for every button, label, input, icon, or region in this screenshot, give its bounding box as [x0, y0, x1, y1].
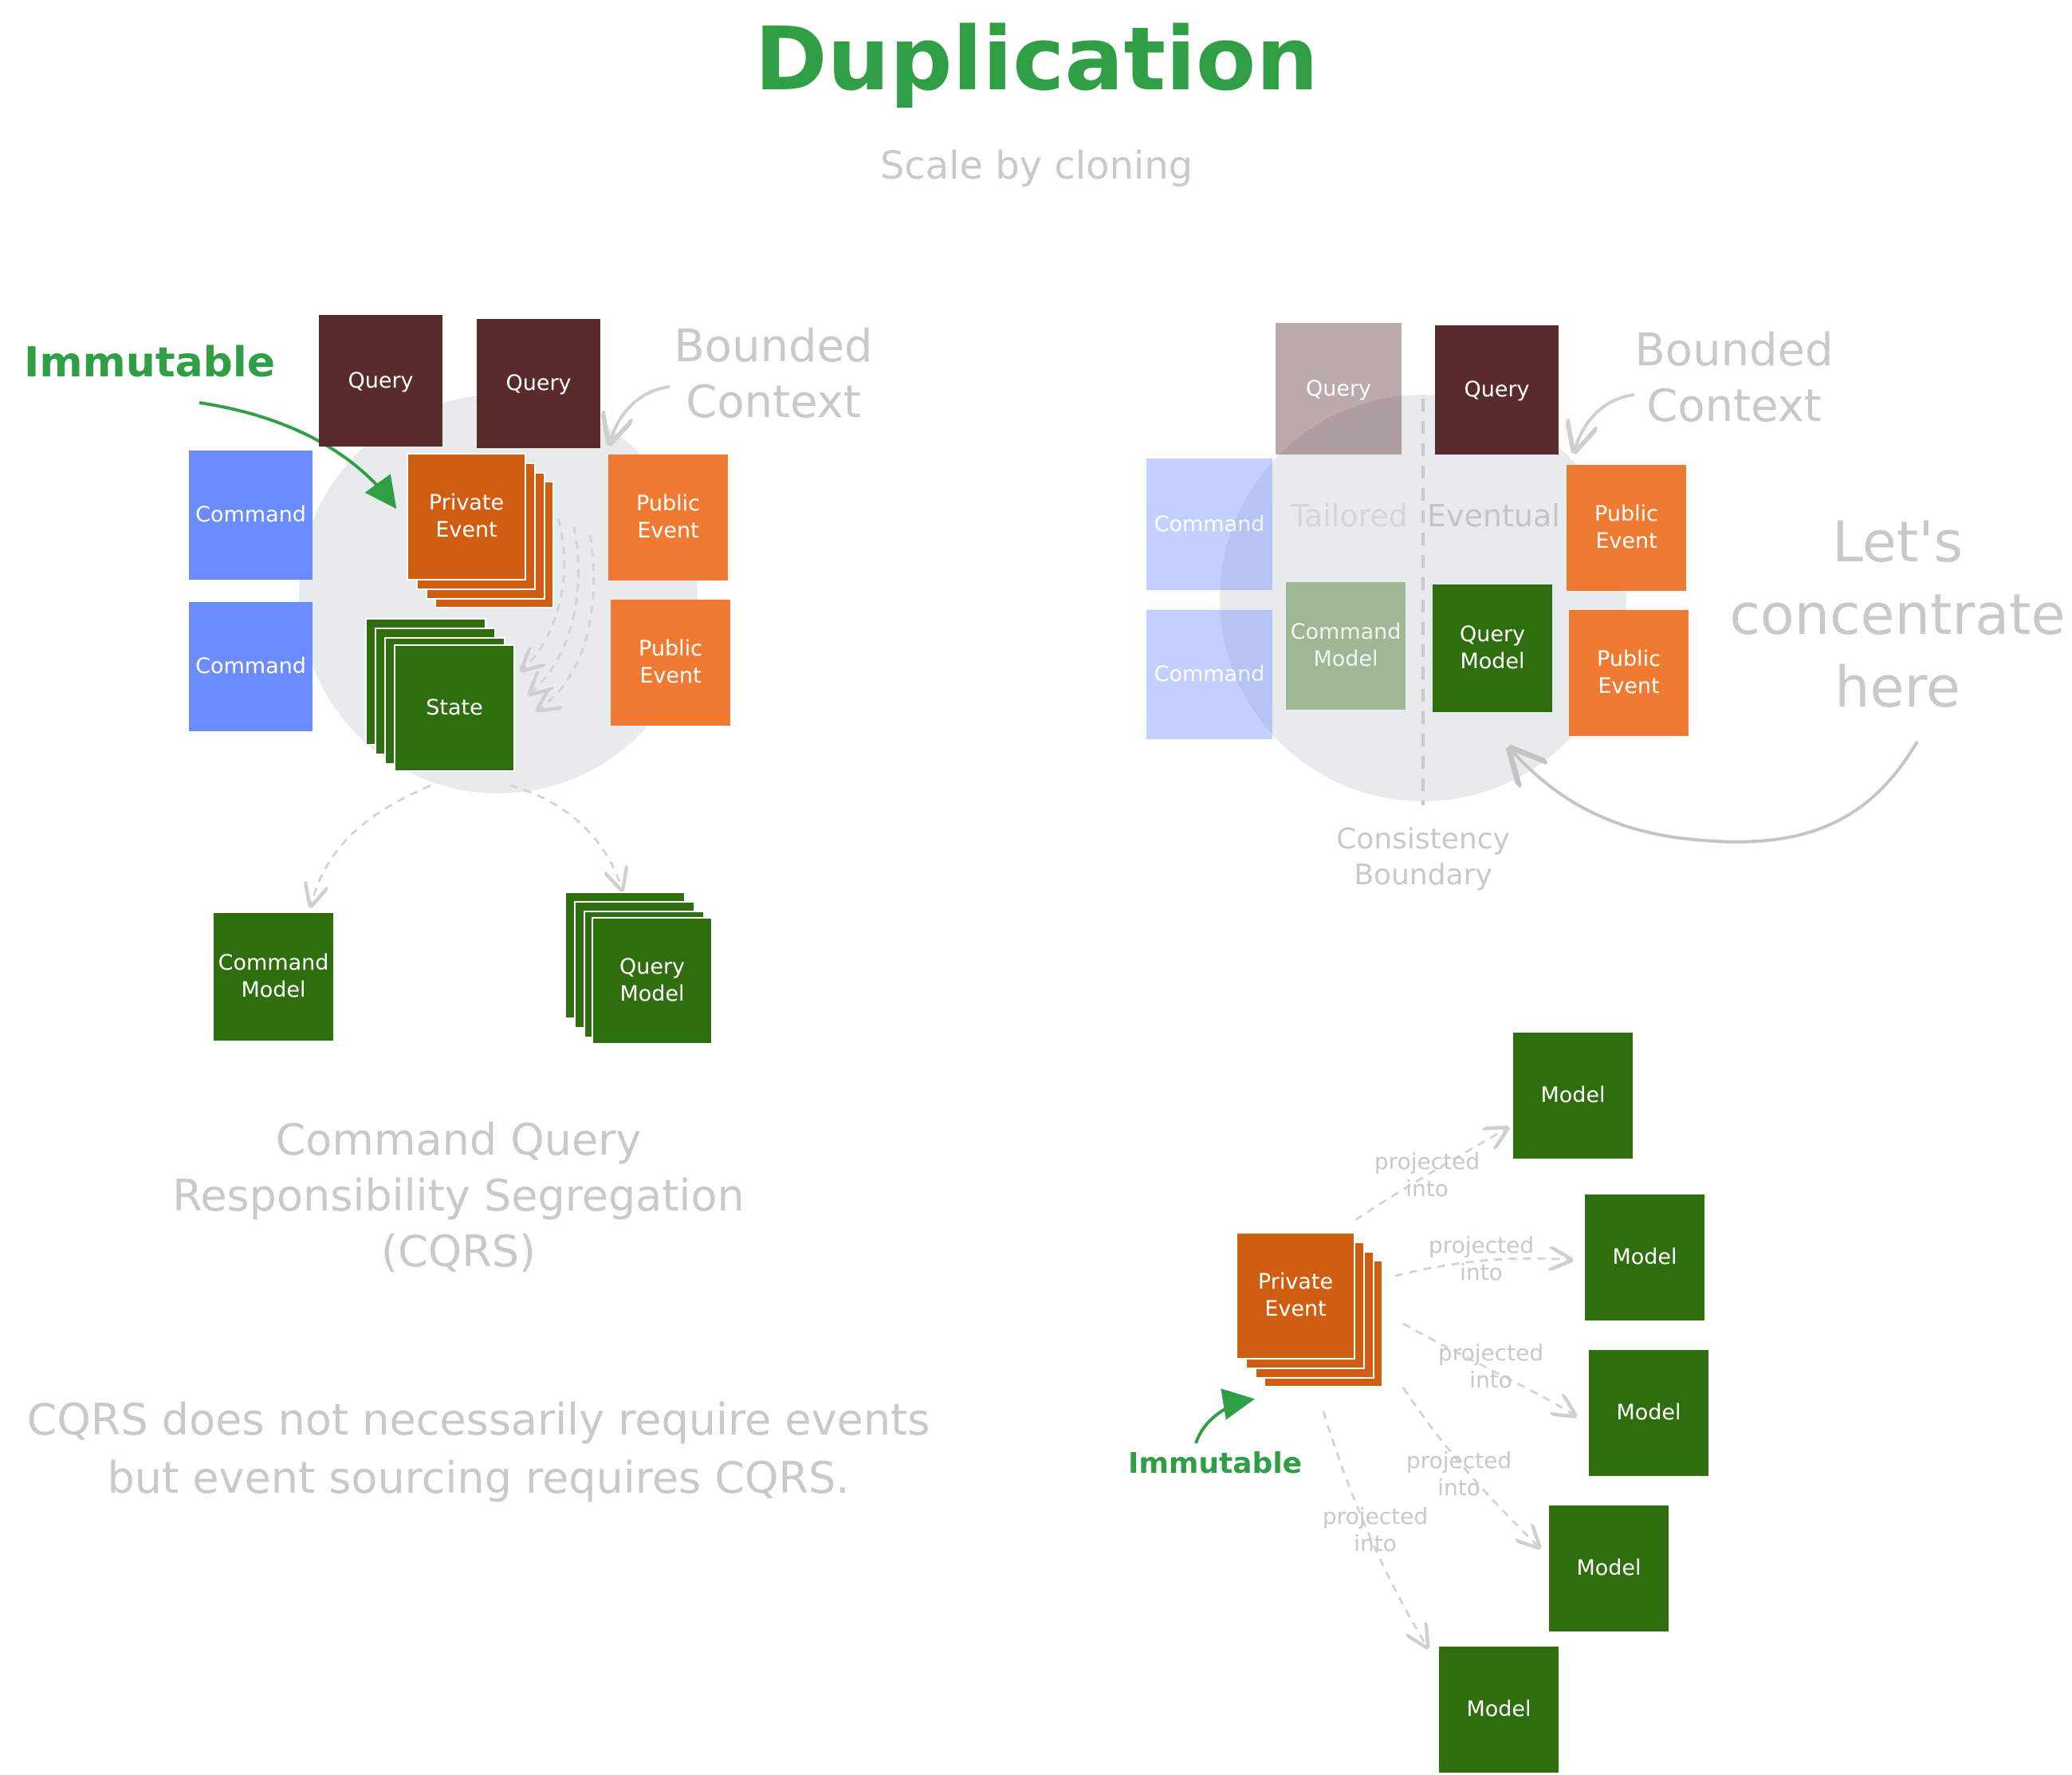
- right-bounded-context-arrow: [1575, 393, 1635, 451]
- private-event-stack: Private Event: [407, 453, 558, 612]
- edge-label-1: projected into: [1374, 1148, 1480, 1202]
- bounded-context-arrow: [610, 385, 670, 443]
- query-model-card: Query Model: [592, 917, 713, 1045]
- edge-label-2: projected into: [1428, 1232, 1535, 1285]
- focus-arrow: [1511, 740, 1919, 844]
- bounded-context-label: Bounded Context: [674, 321, 873, 428]
- projection-private-event-stack: Private Event: [1236, 1232, 1387, 1391]
- command-model-card: Command Model: [214, 913, 333, 1041]
- edge-label-3: projected into: [1437, 1340, 1544, 1393]
- state-card: State: [394, 644, 515, 772]
- cqrs-caption: Command Query Responsibility Segregation…: [172, 1115, 745, 1277]
- right-bounded-context-label: Bounded Context: [1634, 325, 1834, 432]
- state-stack: State: [365, 618, 517, 773]
- model-card-3: Model: [1589, 1350, 1708, 1476]
- model-card-1: Model: [1513, 1033, 1633, 1159]
- immutable-arrow: [199, 401, 397, 510]
- right-command-model-card: Command Model: [1286, 582, 1406, 710]
- model-card-2: Model: [1585, 1194, 1704, 1320]
- right-command-card-2: Command: [1146, 610, 1272, 739]
- model-card-4: Model: [1549, 1505, 1669, 1631]
- right-command-card-1: Command: [1146, 459, 1272, 590]
- right-query-model-card: Query Model: [1433, 584, 1552, 712]
- right-public-event-card-2: Public Event: [1569, 610, 1689, 736]
- right-query-card: Query: [1435, 325, 1559, 455]
- projection-immutable-label: Immutable: [1128, 1447, 1303, 1480]
- immutable-label: Immutable: [24, 339, 275, 387]
- query-model-stack: Query Model: [564, 891, 716, 1047]
- command-card-2: Command: [189, 602, 313, 731]
- right-public-event-card-1: Public Event: [1567, 465, 1686, 591]
- public-event-card-1: Public Event: [608, 455, 728, 581]
- tailored-label: Tailored: [1291, 498, 1408, 533]
- command-card-1: Command: [189, 451, 313, 580]
- model-card-5: Model: [1439, 1647, 1559, 1773]
- query-card-1: Query: [319, 315, 442, 447]
- public-event-card-2: Public Event: [611, 600, 730, 726]
- page-subtitle: Scale by cloning: [879, 144, 1193, 188]
- focus-note: Let's concentrate here: [1729, 510, 2066, 720]
- projection-immutable-arrow: [1194, 1388, 1255, 1444]
- cqrs-note: CQRS does not necessarily require events…: [26, 1395, 930, 1503]
- query-card-2: Query: [477, 319, 600, 448]
- query-card-faded: Query: [1276, 323, 1402, 455]
- projection-private-event-card: Private Event: [1236, 1232, 1355, 1360]
- consistency-boundary-label: Consistency Boundary: [1336, 823, 1510, 891]
- edge-label-4: projected into: [1406, 1447, 1512, 1501]
- private-event-card: Private Event: [407, 453, 526, 581]
- edge-label-5: projected into: [1322, 1503, 1429, 1557]
- page-title: Duplication: [754, 8, 1319, 110]
- eventual-label: Eventual: [1427, 498, 1560, 533]
